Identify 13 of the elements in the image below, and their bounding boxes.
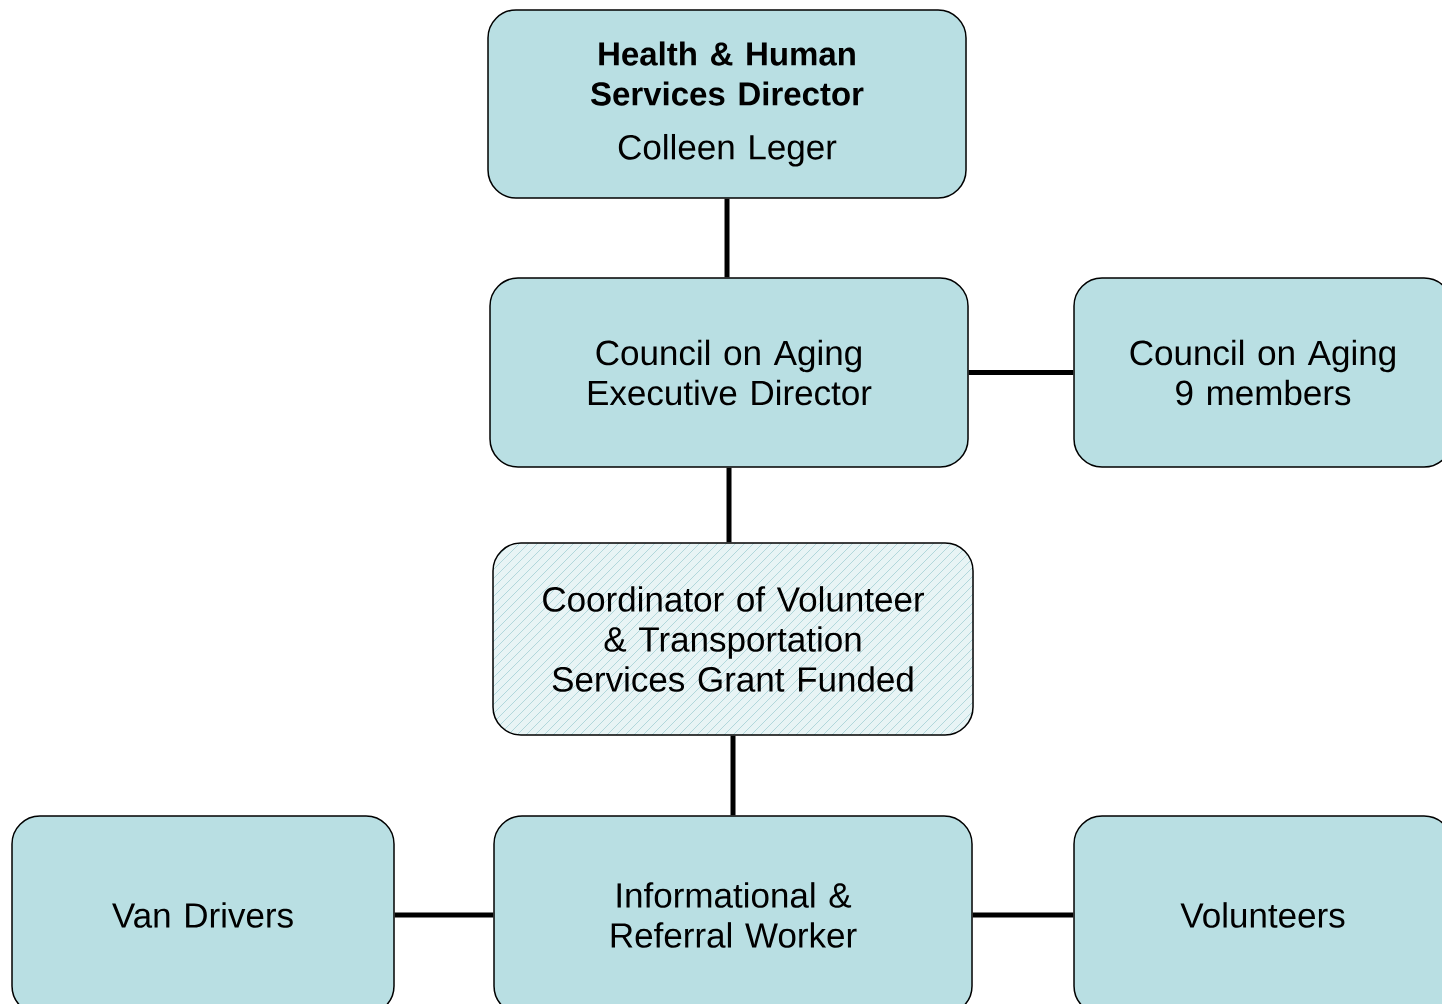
hatched-box: Coordinator of Volunteer & Transportation Services Grant Funded (492, 542, 974, 736)
org-box: Van Drivers (11, 815, 395, 1004)
connector-line (968, 370, 1074, 375)
org-box: Council on Aging 9 members (1073, 277, 1442, 468)
org-box: Volunteers (1073, 815, 1442, 1004)
org-box: Council on Aging Executive Director (489, 277, 969, 468)
connector-line (394, 912, 494, 918)
connector-line (730, 735, 736, 816)
org-box: Informational & Referral Worker (493, 815, 973, 1004)
connector-line (972, 912, 1074, 918)
connector-line (724, 198, 730, 278)
org-box: Health & Human Services Director Colleen Leger (487, 9, 967, 199)
connector-line (726, 467, 732, 543)
